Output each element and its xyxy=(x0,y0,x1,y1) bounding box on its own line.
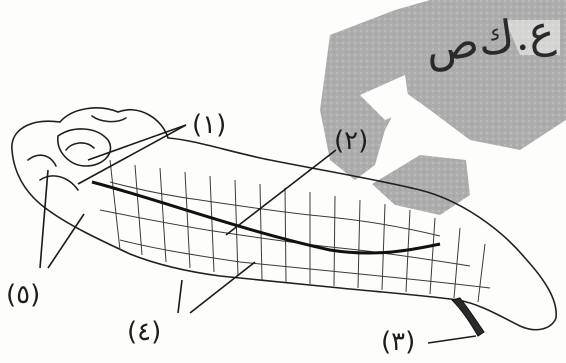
stalk xyxy=(452,298,484,336)
label-4: (٤) xyxy=(127,319,161,345)
label-2: (٢) xyxy=(334,128,368,154)
label-5: (٥) xyxy=(6,282,40,308)
label-1: (١) xyxy=(192,112,226,138)
label-3: (٣) xyxy=(381,329,415,355)
specimen-body xyxy=(12,108,556,330)
